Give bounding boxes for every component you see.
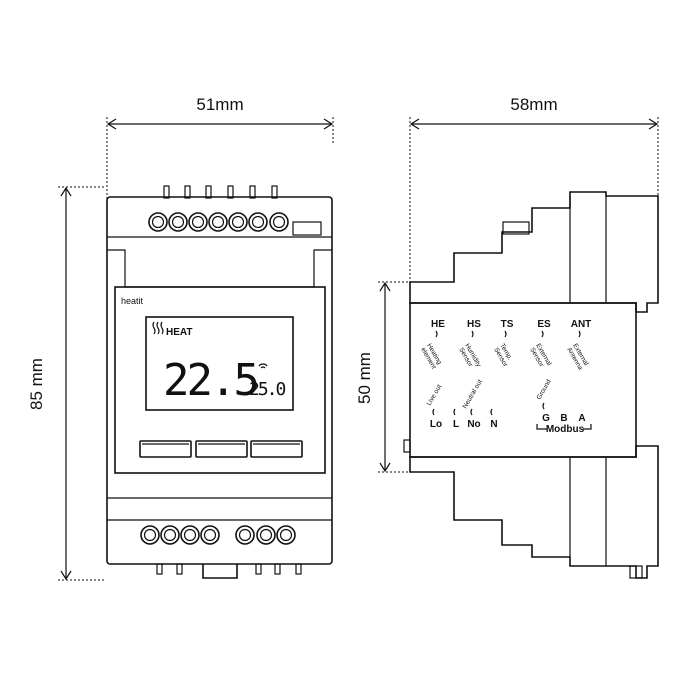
top-pins xyxy=(163,185,278,199)
width-front-label: 51mm xyxy=(196,95,243,114)
dimension-lines: 51mm 58mm 85 mm 50 mm xyxy=(27,95,659,581)
wifi-icon xyxy=(258,363,268,369)
din-clip xyxy=(202,564,238,579)
side-view: HE Heating element HS Humidity Sensor TS… xyxy=(403,191,659,579)
terminal-code-ts: TS xyxy=(501,319,514,330)
terminal-no: No xyxy=(467,419,480,430)
front-panel xyxy=(114,286,326,474)
terminal-a: A xyxy=(578,413,585,424)
heat-icon xyxy=(152,321,164,335)
width-side-label: 58mm xyxy=(510,95,557,114)
front-housing xyxy=(106,196,333,565)
ground-label: Ground xyxy=(536,378,553,401)
top-screw-terminals xyxy=(148,212,322,236)
terminal-he: HE Heating element xyxy=(419,319,445,370)
terminal-ts: TS Temp. Sensor xyxy=(492,319,513,369)
modbus-label: Modbus xyxy=(546,424,585,435)
side-bottom-housing xyxy=(409,445,659,579)
terminal-code-ant: ANT xyxy=(571,319,592,330)
terminal-g: G xyxy=(542,413,550,424)
terminal-lo: Lo xyxy=(430,419,442,430)
display-heat-label: HEAT xyxy=(166,327,192,338)
bottom-pins xyxy=(156,563,302,579)
terminal-es: ES External Sensor xyxy=(528,319,552,369)
front-view: heatit HEAT 22.5 25.0 xyxy=(106,185,333,579)
height-side-label: 50 mm xyxy=(355,352,374,404)
button-right[interactable] xyxy=(250,440,303,458)
terminal-code-he: HE xyxy=(431,319,445,330)
side-top-tab xyxy=(502,221,530,235)
display-main-value: 22.5 xyxy=(163,355,257,406)
terminal-l: L xyxy=(453,419,459,430)
terminal-b: B xyxy=(560,413,567,424)
side-top-housing xyxy=(409,191,659,313)
terminal-code-hs: HS xyxy=(467,319,481,330)
terminal-n: N xyxy=(490,419,497,430)
button-middle[interactable] xyxy=(195,440,248,458)
lcd-display xyxy=(145,316,294,411)
live-out-label: Live out xyxy=(426,383,444,407)
terminal-code-es: ES xyxy=(537,319,551,330)
brand-logo: heatit xyxy=(121,296,144,306)
button-left[interactable] xyxy=(139,440,192,458)
neutral-out-label: Neutral out xyxy=(462,378,484,410)
display-secondary-value: 25.0 xyxy=(249,379,286,400)
terminal-ant: ANT External Antenna xyxy=(565,319,591,372)
height-front-label: 85 mm xyxy=(27,358,46,410)
bottom-screw-terminals xyxy=(140,525,296,545)
terminal-hs: HS Humidity Sensor xyxy=(457,319,482,369)
